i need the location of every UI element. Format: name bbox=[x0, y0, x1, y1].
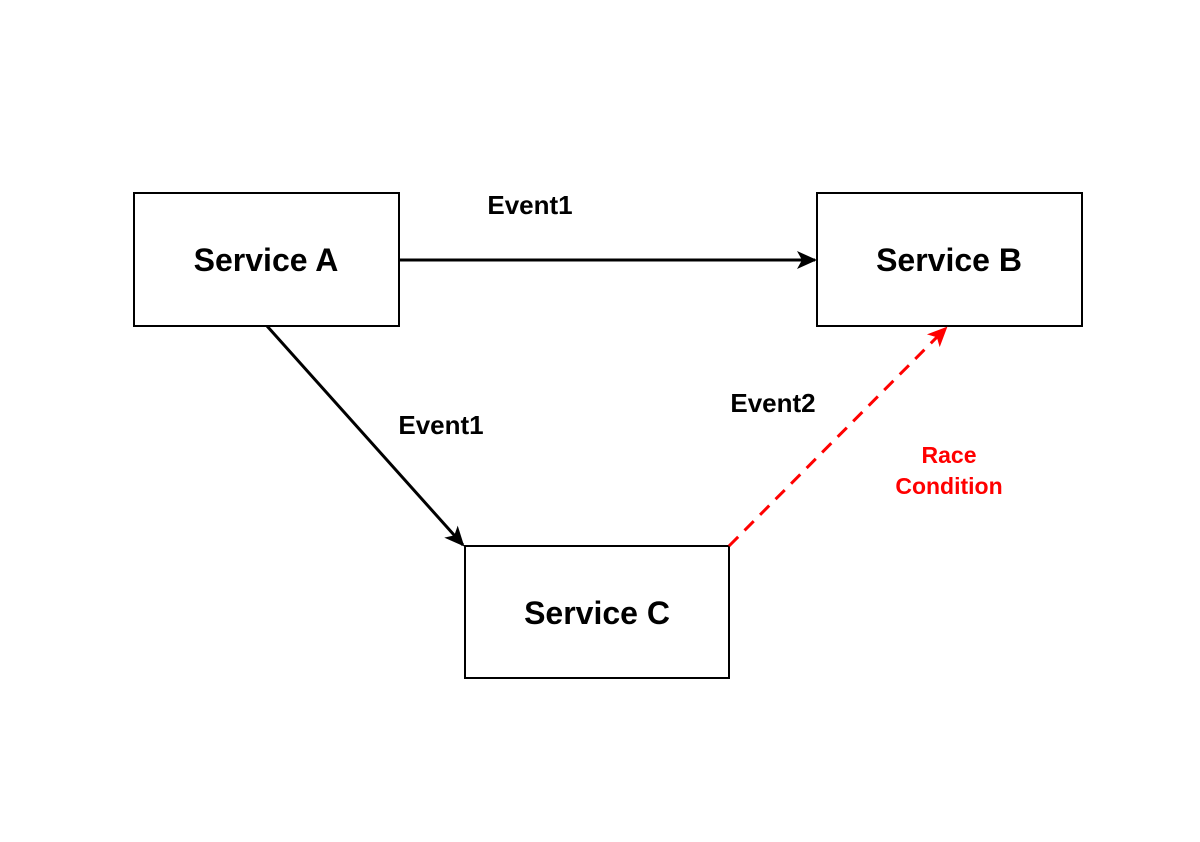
edge-c-to-b-arrow[interactable] bbox=[727, 326, 948, 548]
edge-a-to-c-arrow[interactable] bbox=[265, 324, 465, 547]
service-a-label: Service A bbox=[194, 242, 339, 278]
race-condition-label-line2: Condition bbox=[895, 473, 1002, 499]
service-c-box bbox=[464, 545, 730, 679]
service-c-node[interactable]: Service C bbox=[464, 545, 730, 679]
service-a-node[interactable]: Service A bbox=[133, 192, 400, 327]
service-b-box bbox=[816, 192, 1083, 327]
race-condition-label-line1: Race bbox=[922, 442, 977, 468]
service-a-box bbox=[133, 192, 400, 327]
edge-a-to-c-label: Event1 bbox=[398, 410, 483, 440]
edge-c-to-b-label: Event2 bbox=[730, 388, 815, 418]
service-b-node[interactable]: Service B bbox=[816, 192, 1083, 327]
service-c-label: Service C bbox=[524, 595, 670, 631]
service-b-label: Service B bbox=[876, 242, 1022, 278]
edge-a-to-b-label: Event1 bbox=[487, 190, 572, 220]
